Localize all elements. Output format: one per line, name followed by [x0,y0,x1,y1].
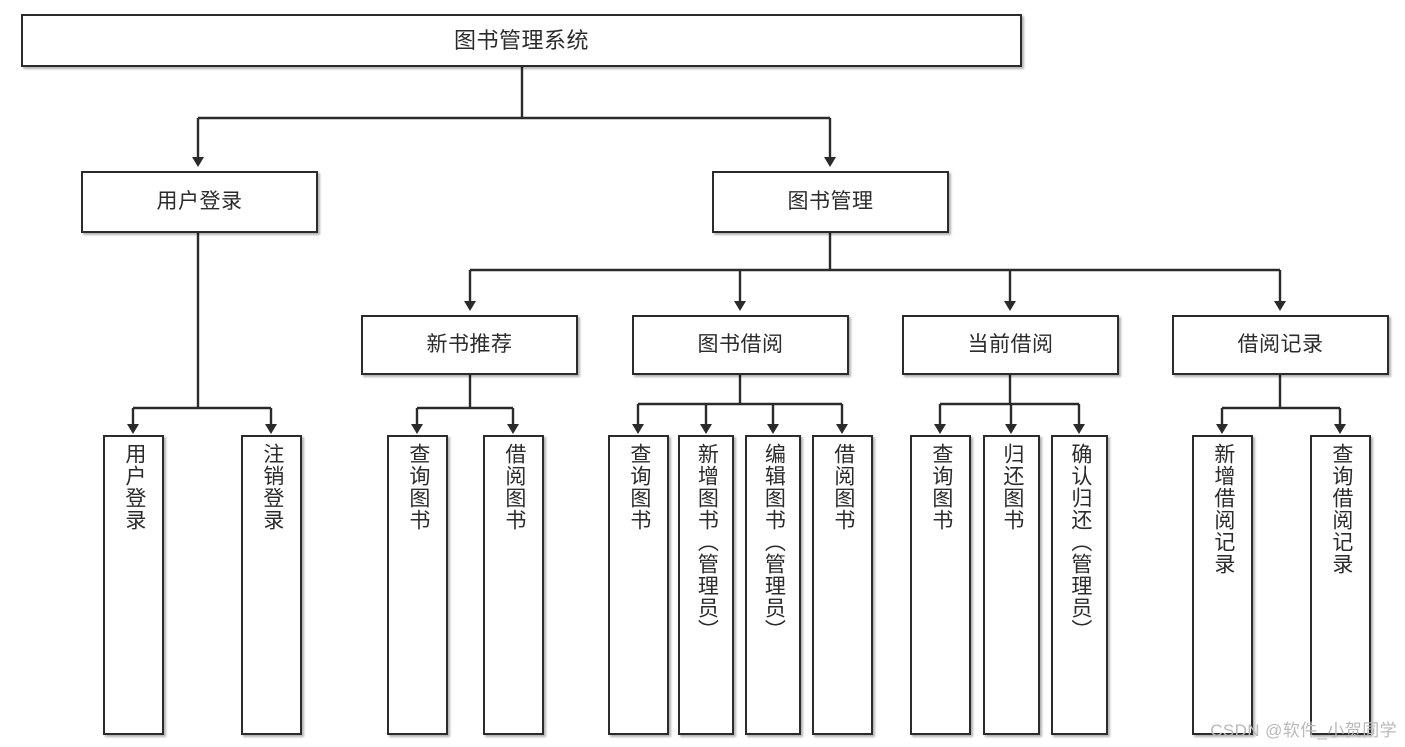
node-leaf-add-record[interactable]: 新增借阅记录 [1192,435,1253,735]
node-leaf-user-login-label: 用户登录 [122,443,146,531]
node-leaf-return-book[interactable]: 归还图书 [983,435,1040,735]
node-leaf-confirm-return[interactable]: 确认归还（管理员） [1051,435,1108,735]
node-leaf-borrow-book-1-label: 借阅图书 [502,443,526,531]
node-user-login[interactable]: 用户登录 [81,171,318,233]
node-leaf-borrow-book-1[interactable]: 借阅图书 [483,435,544,735]
node-borrow-record-label: 借阅记录 [1237,332,1324,356]
node-borrow-record[interactable]: 借阅记录 [1172,315,1389,375]
node-leaf-query-book-1[interactable]: 查询图书 [387,435,448,735]
node-leaf-logout-login-label: 注销登录 [260,443,284,531]
node-current-borrow[interactable]: 当前借阅 [902,315,1119,375]
node-new-book-recommend[interactable]: 新书推荐 [361,315,578,375]
csdn-watermark: CSDN @软件_小贺同学 [1210,721,1397,740]
node-leaf-add-book-label: 新增图书（管理员） [695,443,719,641]
node-root[interactable]: 图书管理系统 [21,14,1022,67]
node-book-management-label: 图书管理 [787,189,874,213]
node-leaf-logout-login[interactable]: 注销登录 [241,435,302,735]
node-leaf-edit-book[interactable]: 编辑图书（管理员） [745,435,801,735]
node-leaf-edit-book-label: 编辑图书（管理员） [762,443,786,641]
node-leaf-query-book-3[interactable]: 查询图书 [910,435,971,735]
node-root-label: 图书管理系统 [453,27,589,53]
node-new-book-recommend-label: 新书推荐 [426,332,513,356]
node-leaf-query-book-1-label: 查询图书 [406,443,430,531]
node-leaf-query-book-3-label: 查询图书 [929,443,953,531]
node-user-login-label: 用户登录 [156,189,243,213]
node-book-management[interactable]: 图书管理 [712,171,949,233]
node-leaf-user-login[interactable]: 用户登录 [103,435,164,735]
node-leaf-query-record[interactable]: 查询借阅记录 [1310,435,1371,735]
node-leaf-confirm-return-label: 确认归还（管理员） [1068,443,1092,641]
node-leaf-add-book[interactable]: 新增图书（管理员） [678,435,734,735]
node-leaf-query-book-2-label: 查询图书 [627,443,651,531]
node-leaf-query-record-label: 查询借阅记录 [1329,443,1353,575]
node-book-borrow[interactable]: 图书借阅 [632,315,849,375]
node-leaf-borrow-book-2-label: 借阅图书 [831,443,855,531]
node-leaf-borrow-book-2[interactable]: 借阅图书 [812,435,873,735]
node-leaf-query-book-2[interactable]: 查询图书 [608,435,669,735]
node-current-borrow-label: 当前借阅 [967,332,1054,356]
node-leaf-add-record-label: 新增借阅记录 [1211,443,1235,575]
node-book-borrow-label: 图书借阅 [697,332,784,356]
node-leaf-return-book-label: 归还图书 [1000,443,1024,531]
